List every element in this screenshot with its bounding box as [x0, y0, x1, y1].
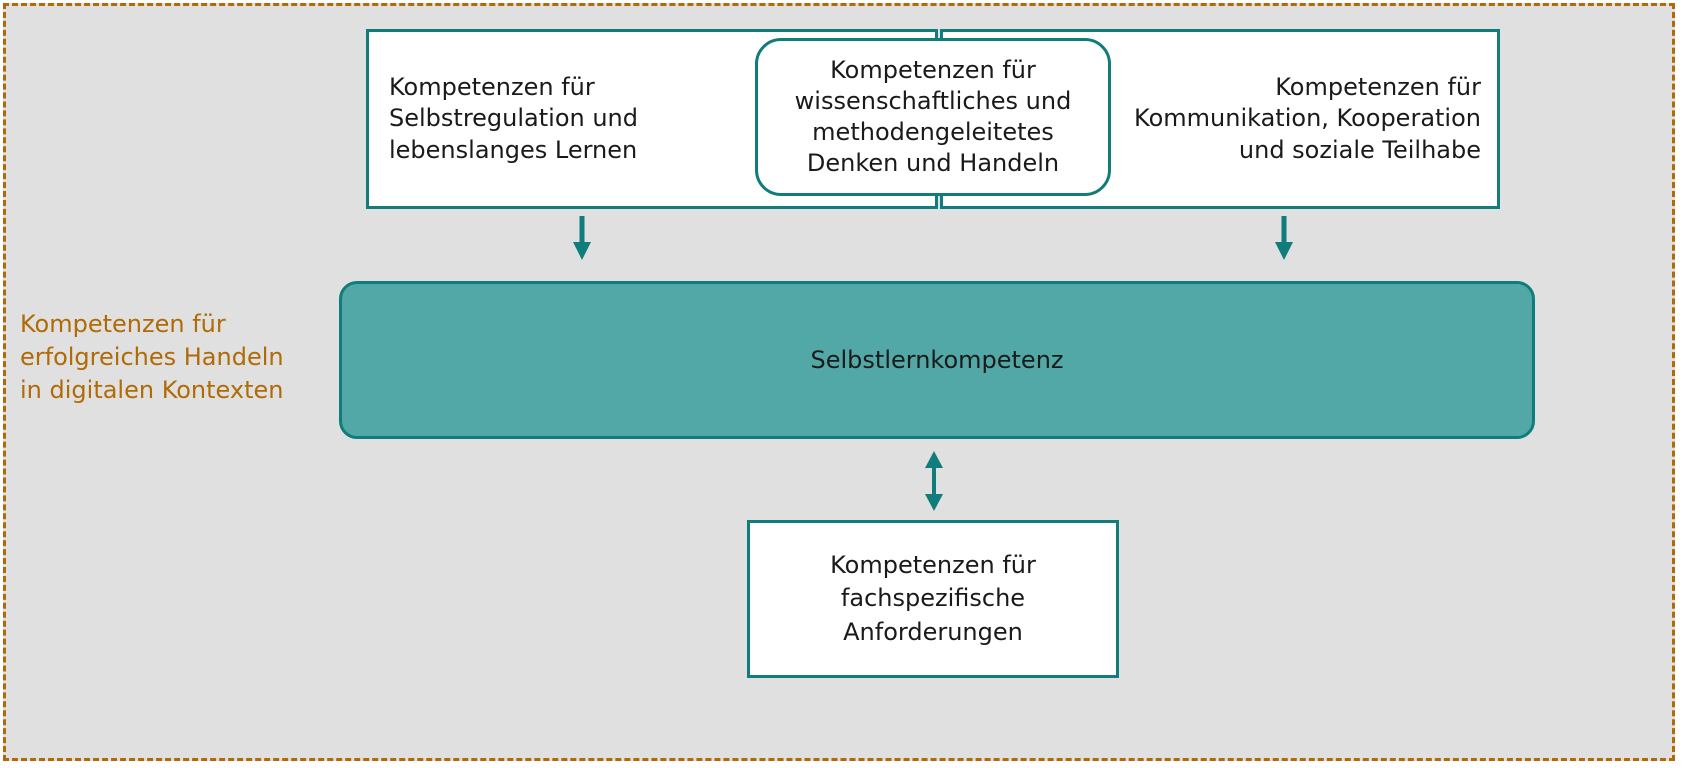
side-label-digital-contexts: Kompetenzen für erfolgreiches Handeln in… — [20, 310, 284, 405]
arrow-bidirectional-icon — [922, 450, 946, 512]
box-wissenschaftliches-denken-label: Kompetenzen für wissenschaftliches und m… — [794, 55, 1072, 178]
box-fachspezifische-anforderungen-label: Kompetenzen für fachspezifische Anforder… — [830, 551, 1036, 646]
box-kommunikation-label: Kompetenzen für Kommunikation, Kooperati… — [1134, 73, 1481, 164]
arrow-down-right-icon — [1272, 216, 1296, 262]
box-wissenschaftliches-denken[interactable]: Kompetenzen für wissenschaftliches und m… — [755, 38, 1111, 196]
box-selbstlernkompetenz-label: Selbstlernkompetenz — [810, 346, 1064, 374]
box-selbstlernkompetenz[interactable]: Selbstlernkompetenz — [339, 281, 1535, 439]
arrow-down-left-icon — [570, 216, 594, 262]
box-fachspezifische-anforderungen[interactable]: Kompetenzen für fachspezifische Anforder… — [747, 520, 1119, 678]
box-selbstregulation-label: Kompetenzen für Selbstregulation und leb… — [389, 73, 638, 164]
